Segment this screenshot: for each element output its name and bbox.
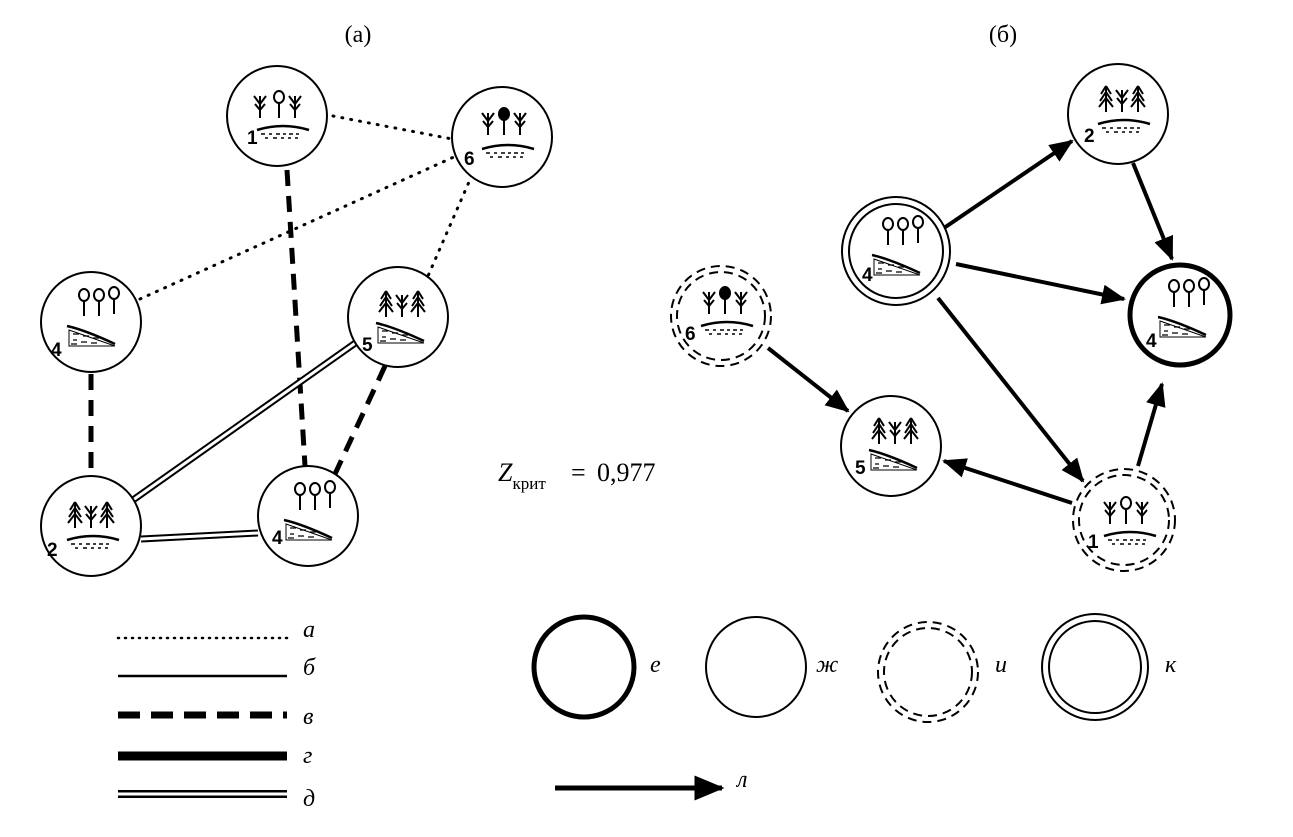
legend-item-double: д <box>118 786 315 812</box>
edge-dotted <box>426 173 474 278</box>
node-number: 5 <box>362 335 373 356</box>
node-a5: 5 <box>347 266 449 368</box>
node-number: 6 <box>464 149 475 170</box>
node-b4-sink: 4 <box>1127 262 1233 368</box>
node-a6: 6 <box>451 86 553 188</box>
legend-letter: е <box>650 652 661 678</box>
legend-letter: к <box>1165 652 1177 678</box>
legend-letter: ж <box>816 652 838 678</box>
node-number: 2 <box>47 540 58 561</box>
legend-letter: и <box>995 652 1007 678</box>
edge-double <box>132 337 362 502</box>
panel-b-arrows <box>766 139 1174 505</box>
legend-letter: д <box>303 786 315 812</box>
arrow <box>942 458 1073 505</box>
svg-text:Zкрит: Zкрит <box>498 458 546 493</box>
arrow <box>1136 382 1166 467</box>
legend-item-arrow: л <box>555 767 747 801</box>
zcrit-subscript: крит <box>512 474 546 493</box>
zcrit-symbol: Z <box>498 458 513 487</box>
node-b1: 1 <box>1072 468 1176 572</box>
edge-dotted <box>138 154 458 301</box>
arrow <box>942 139 1074 230</box>
node-b6: 6 <box>670 265 772 367</box>
legend-letter: б <box>303 655 316 681</box>
node-number: 4 <box>51 340 62 361</box>
zcrit-label: Zкрит = 0,977 <box>498 458 656 493</box>
legend-item-thin-solid: б <box>118 655 316 681</box>
arrow <box>955 262 1126 305</box>
zcrit-value: 0,977 <box>597 458 656 487</box>
node-a4-top: 4 <box>40 271 142 373</box>
legend-item-thick-solid: г <box>118 743 312 769</box>
node-a1: 1 <box>226 65 328 167</box>
legend-item-thin-circle: ж <box>705 616 838 718</box>
panel-b-label: (б) <box>989 22 1017 48</box>
arrow <box>936 296 1085 483</box>
edge-double <box>140 531 259 541</box>
legend-item-thick-circle: е <box>531 614 661 720</box>
node-b4-source: 4 <box>841 196 951 306</box>
node-a4-bottom: 4 <box>257 465 359 567</box>
legend-item-dashed: в <box>118 704 313 730</box>
zcrit-equals: = <box>571 458 586 487</box>
node-number: 5 <box>855 458 866 479</box>
node-number: 4 <box>862 265 873 286</box>
node-number: 6 <box>685 324 696 345</box>
node-b2: 2 <box>1067 63 1169 165</box>
panel-a-label: (а) <box>345 22 372 48</box>
legend-letter: г <box>303 743 312 769</box>
node-number: 2 <box>1084 126 1095 147</box>
legend-item-dashed-double-circle: и <box>877 621 1007 723</box>
node-number: 1 <box>247 128 258 149</box>
edge-dotted <box>331 114 454 141</box>
node-number: 4 <box>272 528 283 549</box>
legend-item-double-circle: к <box>1041 613 1177 721</box>
legend-letter: а <box>303 617 315 643</box>
legend-circles: е ж и к <box>531 613 1177 723</box>
legend-letter: л <box>735 767 747 793</box>
node-number: 4 <box>1146 331 1157 352</box>
arrow <box>1131 162 1174 261</box>
edge-dashed <box>284 169 308 467</box>
legend-item-dotted: а <box>116 617 315 643</box>
node-a2: 2 <box>40 475 142 577</box>
legend-lines: а б в г д <box>116 617 316 812</box>
node-number: 1 <box>1088 532 1099 553</box>
legend-letter: в <box>303 704 313 730</box>
arrow <box>766 346 850 413</box>
node-b5: 5 <box>840 395 942 497</box>
panel-a-edges <box>88 114 474 543</box>
edge-dashed <box>332 364 388 476</box>
